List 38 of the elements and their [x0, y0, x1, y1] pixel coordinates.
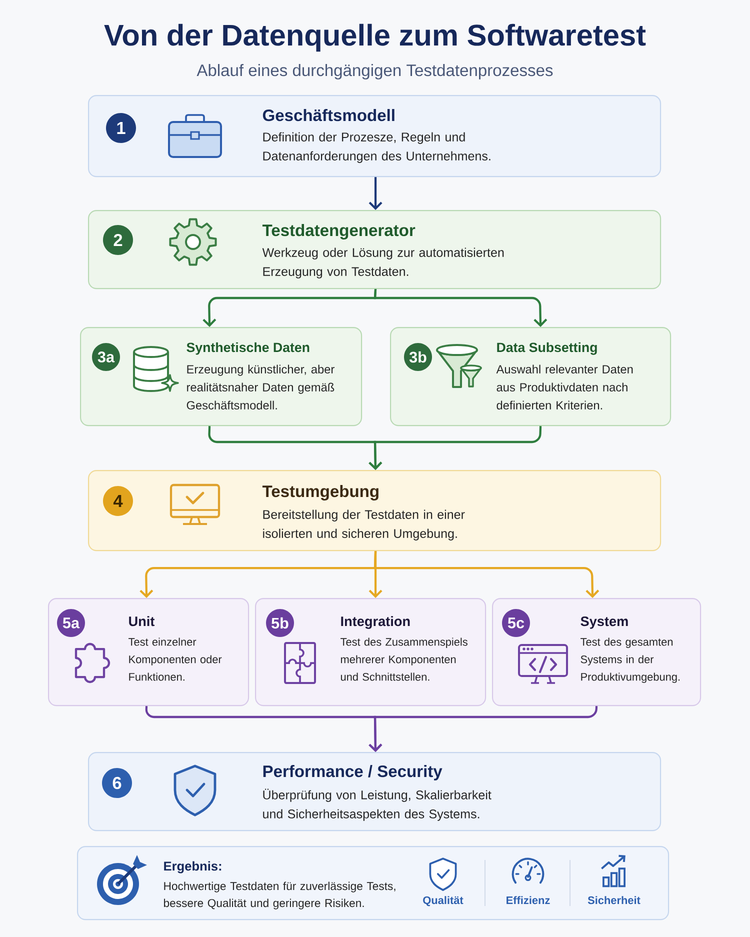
number-badge: 5a — [57, 609, 85, 637]
subtitle: Ablauf eines durchgängigen Testdatenprozesses — [196, 64, 553, 80]
step-description: Test des Zusammenspiels mehrerer Komponenten und Schnittstellen. — [340, 638, 468, 681]
number-badge: 6 — [102, 768, 132, 798]
step-description: Auswahl relevanter Daten aus Produktivdaten nach definierten Kriterien. — [496, 364, 633, 410]
arrow — [368, 177, 382, 210]
result-text: Hochwertige Testdaten für zuverlässige Tests, bessere Qualität und geringere Risiken. — [164, 882, 396, 910]
number-badge: 3a — [92, 343, 120, 371]
arrow — [374, 551, 600, 598]
step-title: Integration — [341, 616, 410, 629]
step-title: Testdatengenerator — [262, 224, 416, 240]
number-badge: 3b — [404, 343, 432, 371]
step-title: Testumgebung — [262, 485, 378, 501]
step-title: Data Subsetting — [497, 342, 597, 355]
number-badge: 5b — [266, 609, 294, 637]
number-badge: 1 — [106, 113, 136, 143]
step-description: Test des gesamten Systems in der Produktivumgebung. — [580, 638, 680, 683]
arrow — [368, 426, 542, 470]
step-title: Synthetische Daten — [186, 342, 310, 355]
step-title: Performance / Security — [263, 765, 442, 780]
title: Von der Datenquelle zum Softwaretest — [104, 24, 646, 52]
step-description: Überprüfung von Leistung, Skalierbarkeit und Sicherheitsaspekten des Systems. — [263, 788, 492, 821]
result-title: Ergebnis: — [164, 861, 222, 874]
number-badge: 5c — [502, 609, 530, 637]
step-description: Erzeugung künstlicher, aber realitätsnaher Daten gemäß Geschäftsmodell. — [186, 364, 334, 410]
icon-caption: Qualität — [423, 896, 464, 906]
step-title: System — [580, 616, 628, 629]
arrow — [374, 289, 548, 327]
step-title: Geschäftsmodell — [262, 109, 394, 122]
step-description: Test einzelner Komponenten oder Funktionen. — [128, 638, 222, 681]
step-description: Bereitstellung der Testdaten in einer isolierten und sicheren Umgebung. — [263, 510, 465, 540]
step-description: Werkzeug oder Lösung zur automatisierten Erzeugung von Testdaten. — [262, 248, 504, 278]
icon-caption: Sicherheit — [588, 896, 640, 904]
icon-caption: Effizienz — [506, 896, 550, 904]
step-description: Definition der Prozesze, Regeln und Datenanforderungen des Unternehmens. — [263, 132, 490, 163]
number-badge: 2 — [103, 225, 133, 255]
number-badge: 4 — [103, 486, 133, 516]
step-title: Unit — [129, 616, 155, 626]
